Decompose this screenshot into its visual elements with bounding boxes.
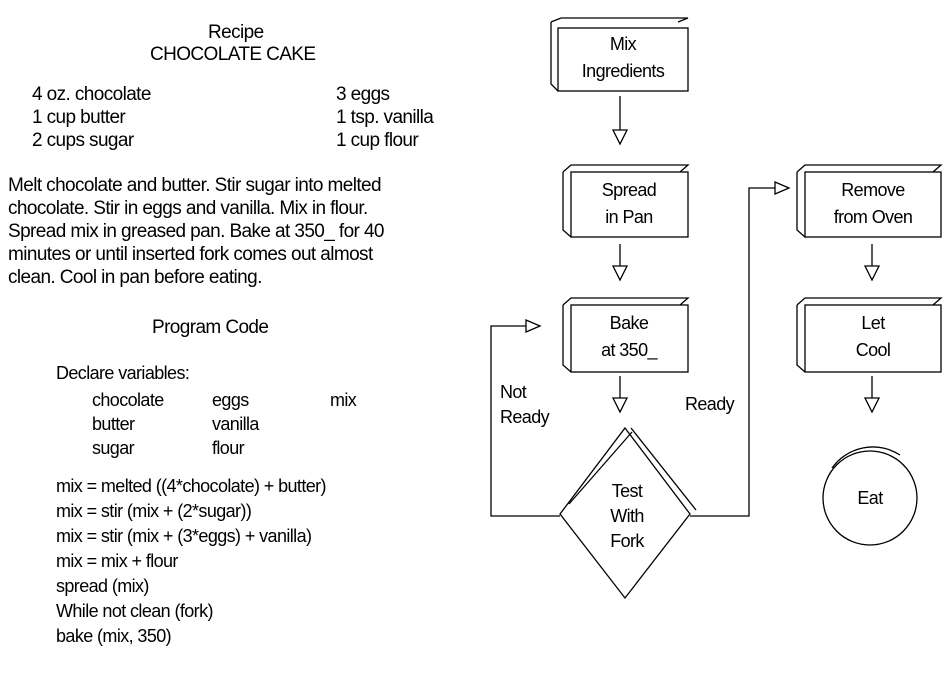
instruction-line-5: clean. Cool in pan before eating.: [8, 267, 262, 288]
recipe-title: CHOCOLATE CAKE: [150, 44, 316, 65]
ingredient-right-3: 1 cup flour: [336, 130, 419, 151]
spread-label-1: Spread: [602, 180, 656, 200]
let-cool-box: [796, 297, 943, 373]
code-line-1: mix = melted ((4*chocolate) + butter): [56, 476, 327, 496]
cool-label-1: Let: [861, 313, 885, 333]
recipe-heading: Recipe: [208, 22, 264, 43]
eat-label: Eat: [857, 488, 883, 508]
bake-label-2: at 350_: [601, 340, 658, 361]
remove-label-2: from Oven: [834, 207, 913, 227]
var-mix: mix: [330, 390, 357, 410]
ingredient-left-3: 2 cups sugar: [32, 130, 134, 151]
spread-in-pan-box: [562, 164, 690, 238]
ingredient-right-1: 3 eggs: [336, 84, 390, 105]
code-line-2: mix = stir (mix + (2*sugar)): [56, 501, 252, 521]
code-line-4: mix = mix + flour: [56, 551, 178, 571]
remove-label-1: Remove: [841, 180, 905, 200]
ingredient-left-2: 1 cup butter: [32, 107, 126, 128]
eat-terminal-circle: [822, 446, 918, 546]
program-heading: Program Code: [152, 317, 269, 338]
arrow-bake-to-test: [611, 376, 629, 414]
instruction-line-1: Melt chocolate and butter. Stir sugar in…: [8, 175, 382, 196]
spread-label-2: in Pan: [605, 207, 652, 227]
bake-box: [562, 297, 690, 373]
not-ready-label-1: Not: [500, 382, 527, 402]
code-line-5: spread (mix): [56, 576, 149, 596]
test-label-2: With: [610, 506, 644, 526]
instruction-line-3: Spread mix in greased pan. Bake at 350_ …: [8, 221, 384, 242]
var-vanilla: vanilla: [212, 414, 259, 434]
ready-label: Ready: [685, 394, 735, 414]
remove-from-oven-box: [796, 164, 943, 238]
var-chocolate: chocolate: [92, 390, 164, 410]
mix-ingredients-box: [550, 17, 689, 92]
test-label-1: Test: [612, 481, 643, 501]
test-with-fork-diamond: [559, 426, 697, 600]
mix-label-1: Mix: [610, 34, 637, 54]
var-flour: flour: [212, 438, 245, 458]
not-ready-label-2: Ready: [500, 407, 550, 427]
var-butter: butter: [92, 414, 135, 434]
code-line-3: mix = stir (mix + (3*eggs) + vanilla): [56, 526, 312, 546]
cool-label-2: Cool: [856, 340, 891, 360]
arrow-mix-to-spread: [611, 96, 629, 146]
arrow-ready-to-remove: [690, 181, 791, 517]
arrow-spread-to-bake: [611, 244, 629, 282]
test-label-3: Fork: [610, 531, 645, 551]
bake-label-1: Bake: [610, 313, 649, 333]
ingredient-right-2: 1 tsp. vanilla: [336, 107, 434, 128]
code-line-7: bake (mix, 350): [56, 626, 172, 646]
arrow-cool-to-eat: [863, 376, 881, 414]
code-line-6: While not clean (fork): [56, 601, 213, 621]
declare-label: Declare variables:: [56, 363, 190, 383]
instruction-line-4: minutes or until inserted fork comes out…: [8, 244, 373, 265]
instruction-line-2: chocolate. Stir in eggs and vanilla. Mix…: [8, 198, 368, 219]
arrow-remove-to-cool: [863, 244, 881, 282]
ingredient-left-1: 4 oz. chocolate: [32, 84, 151, 105]
arrow-not-ready-loop: [490, 319, 560, 517]
var-sugar: sugar: [92, 438, 135, 458]
mix-label-2: Ingredients: [582, 61, 665, 81]
var-eggs: eggs: [212, 390, 249, 410]
